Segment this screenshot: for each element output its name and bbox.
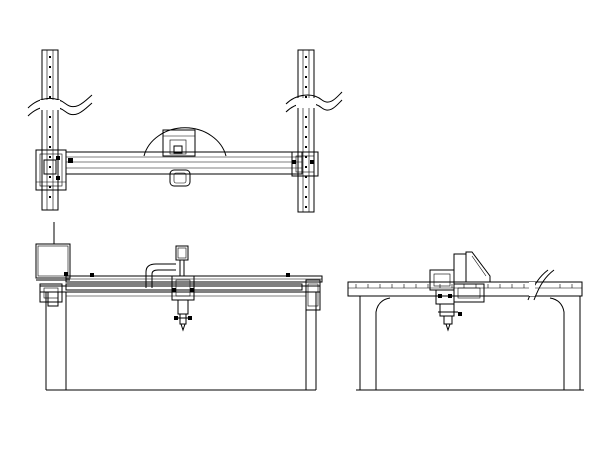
front-elevation [35,222,323,391]
rail-hole [49,96,51,98]
torch-carriage [143,127,227,187]
front-left-carriage [39,283,63,307]
rail-hole [305,76,307,78]
rail-hole [305,196,307,198]
front-torch-assembly [171,245,195,332]
front-right-carriage [305,279,321,311]
rail-hole [49,136,51,138]
cutting-table [39,285,321,391]
rail-hole [49,156,51,158]
side-elevation [347,251,584,391]
rail-hole [49,66,51,68]
left-rail [27,49,93,211]
plan-view [27,49,343,213]
rail-hole [305,186,307,188]
rail-hole [49,116,51,118]
rail-hole [49,186,51,188]
gantry-beam [65,151,303,175]
control-console [35,222,71,281]
rail-hole [305,116,307,118]
rail-hole [49,166,51,168]
rail-hole [49,146,51,148]
rail-hole [305,136,307,138]
rail-hole [305,96,307,98]
cable-carrier [145,263,176,288]
rail-hole [49,86,51,88]
rail-hole [305,56,307,58]
rail-hole [305,66,307,68]
rail-hole [305,176,307,178]
rail-hole [49,56,51,58]
side-gantry [429,251,500,332]
right-carriage [291,151,319,177]
rail-hole [305,206,307,208]
rail-hole [305,166,307,168]
rail-hole [305,126,307,128]
rail-hole [305,146,307,148]
rail-hole [305,86,307,88]
left-carriage [35,149,73,191]
rail-hole [49,126,51,128]
rail-hole [49,176,51,178]
rail-hole [49,76,51,78]
rail-hole [305,156,307,158]
right-rail [285,49,343,213]
rail-hole [49,196,51,198]
